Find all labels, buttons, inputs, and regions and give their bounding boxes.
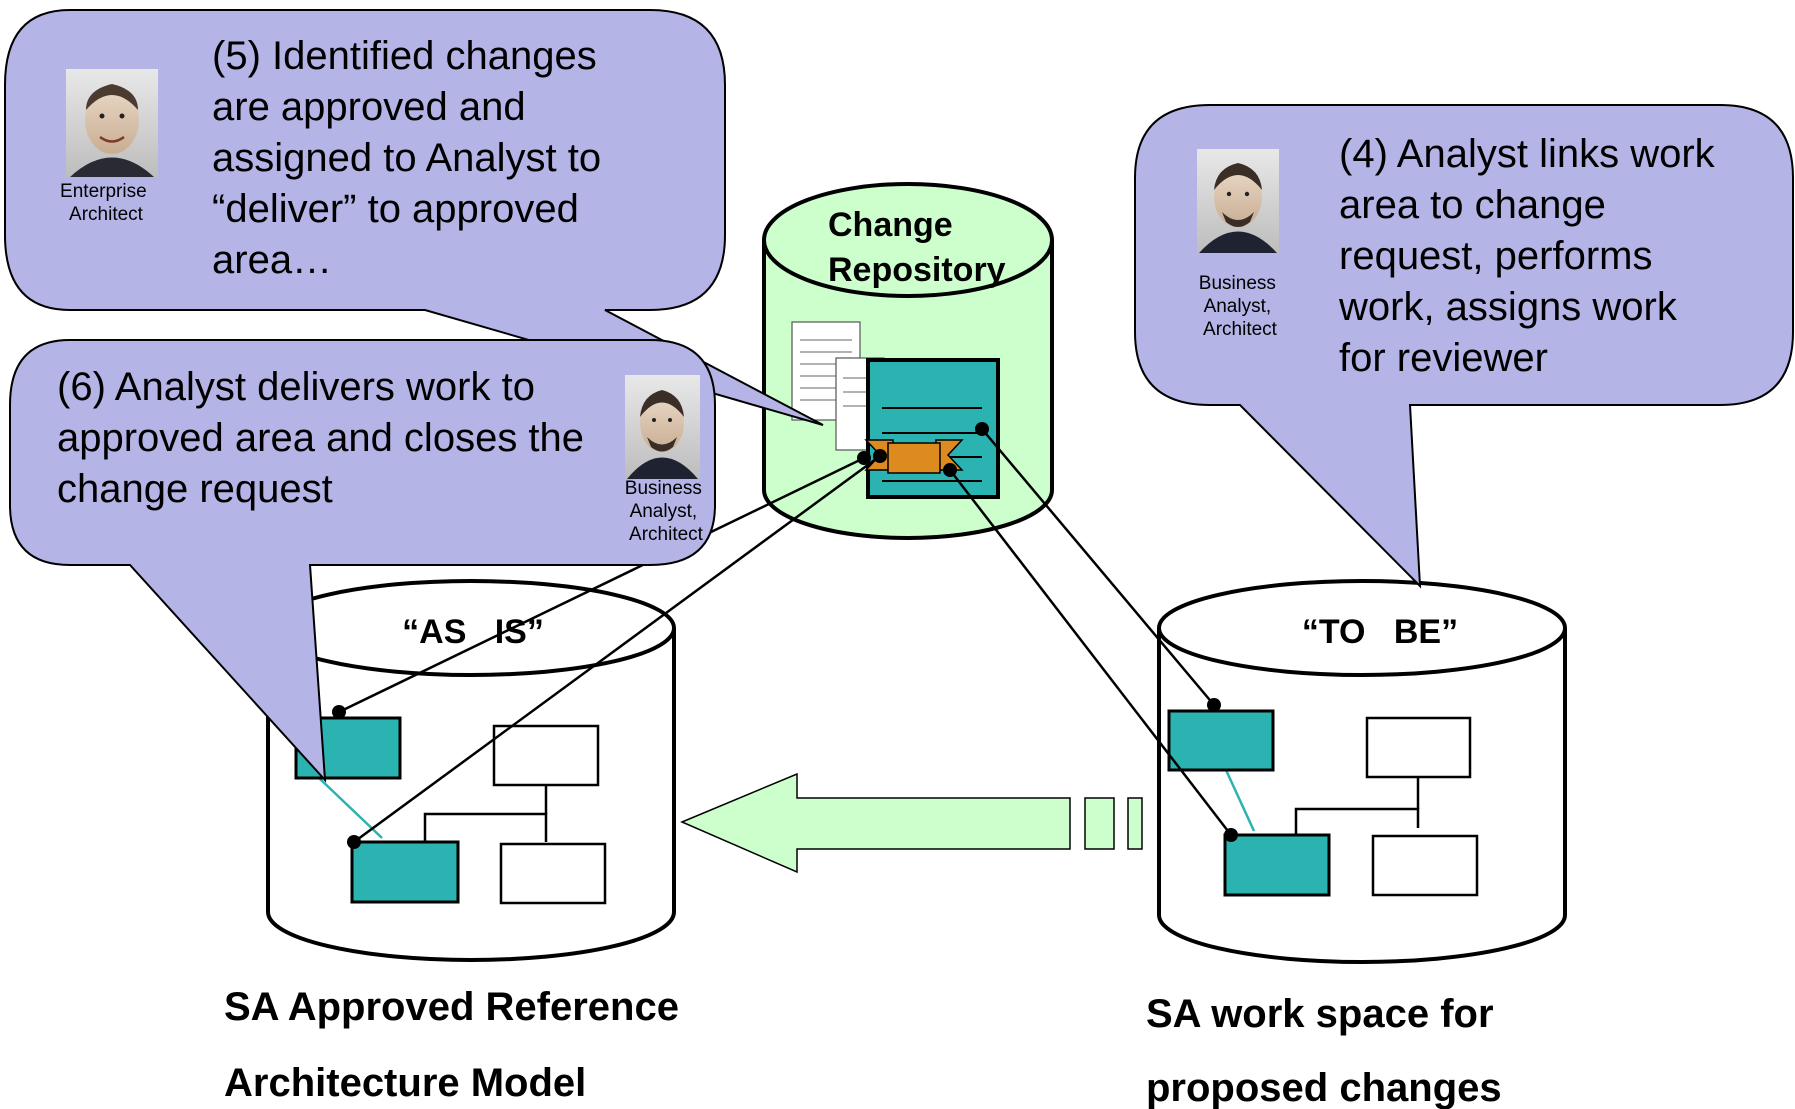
as-is-caption: SA Approved Reference Architecture Model xyxy=(224,985,690,1105)
as-is-label: “AS IS” xyxy=(402,613,544,651)
step-6-line: (6) Analyst delivers work to xyxy=(57,365,535,409)
connector-dot xyxy=(857,451,871,465)
component-box xyxy=(1223,833,1331,897)
connector-dot xyxy=(1207,698,1221,712)
component-box xyxy=(1167,709,1275,772)
component-box xyxy=(1371,834,1479,897)
change-repository: Change Repository xyxy=(762,182,1054,540)
step-4-line: area to change xyxy=(1339,183,1606,227)
connector-dot xyxy=(1224,828,1238,842)
change-ticket-icon xyxy=(864,439,964,474)
business-analyst-role: Business Analyst, Architect xyxy=(625,478,707,545)
business-analyst-photo xyxy=(1197,149,1279,253)
to-be-repository: “TO BE” xyxy=(1157,579,1567,964)
to-be-label: “TO BE” xyxy=(1302,613,1458,651)
connector-dot xyxy=(332,705,346,719)
connector-dot xyxy=(943,463,957,477)
flow-arrow xyxy=(680,772,1143,874)
component-box xyxy=(1365,716,1472,779)
connector-dot xyxy=(347,835,361,849)
step-5-line: “deliver” to approved xyxy=(212,187,579,231)
change-repository-line-1: Change xyxy=(828,206,953,244)
to-be-model-diagram xyxy=(1167,709,1479,897)
document-stack-icon xyxy=(791,321,1000,499)
as-is-model-diagram xyxy=(294,716,607,905)
component-box xyxy=(492,724,600,787)
step-4-line: work, assigns work xyxy=(1338,285,1678,329)
to-be-caption-line: proposed changes xyxy=(1146,1066,1502,1109)
callout-step-5: Enterprise Architect (5) Identified chan… xyxy=(4,9,824,426)
step-4-line: for reviewer xyxy=(1339,336,1548,380)
component-box xyxy=(499,842,607,905)
as-is-caption-line: Architecture Model xyxy=(224,1061,586,1105)
connector-dot xyxy=(975,422,989,436)
step-5-line: area… xyxy=(212,238,332,282)
as-is-caption-line: SA Approved Reference xyxy=(224,985,679,1029)
component-box xyxy=(350,840,460,904)
as-is-repository: “AS IS” xyxy=(266,579,676,962)
step-5-line: assigned to Analyst to xyxy=(212,136,601,180)
step-5-line: (5) Identified changes xyxy=(212,34,597,78)
connector-lines xyxy=(332,422,1238,849)
callout-step-6: Business Analyst, Architect (6) Analyst … xyxy=(9,339,716,783)
connector-dot xyxy=(873,449,887,463)
change-repository-line-2: Repository xyxy=(828,251,1006,289)
step-6-line: approved area and closes the xyxy=(57,416,584,460)
change-repository-title: Change Repository xyxy=(828,206,1006,289)
to-be-caption: SA work space for proposed changes xyxy=(1146,992,1505,1109)
callout-step-4: Business Analyst, Architect (4) Analyst … xyxy=(1134,104,1794,589)
business-analyst-role: Business Analyst, Architect xyxy=(1199,273,1281,340)
business-analyst-photo xyxy=(625,375,700,479)
step-4-line: request, performs xyxy=(1339,234,1652,278)
to-be-caption-line: SA work space for xyxy=(1146,992,1494,1036)
enterprise-architect-photo xyxy=(66,69,158,177)
step-6-text: (6) Analyst delivers work to approved ar… xyxy=(57,365,595,511)
enterprise-architect-role: Enterprise Architect xyxy=(60,181,152,225)
step-4-line: (4) Analyst links work xyxy=(1339,132,1716,176)
step-5-line: are approved and xyxy=(212,85,526,129)
step-5-text: (5) Identified changes are approved and … xyxy=(212,34,612,282)
step-6-line: change request xyxy=(57,467,333,511)
step-4-text: (4) Analyst links work area to change re… xyxy=(1338,132,1726,380)
